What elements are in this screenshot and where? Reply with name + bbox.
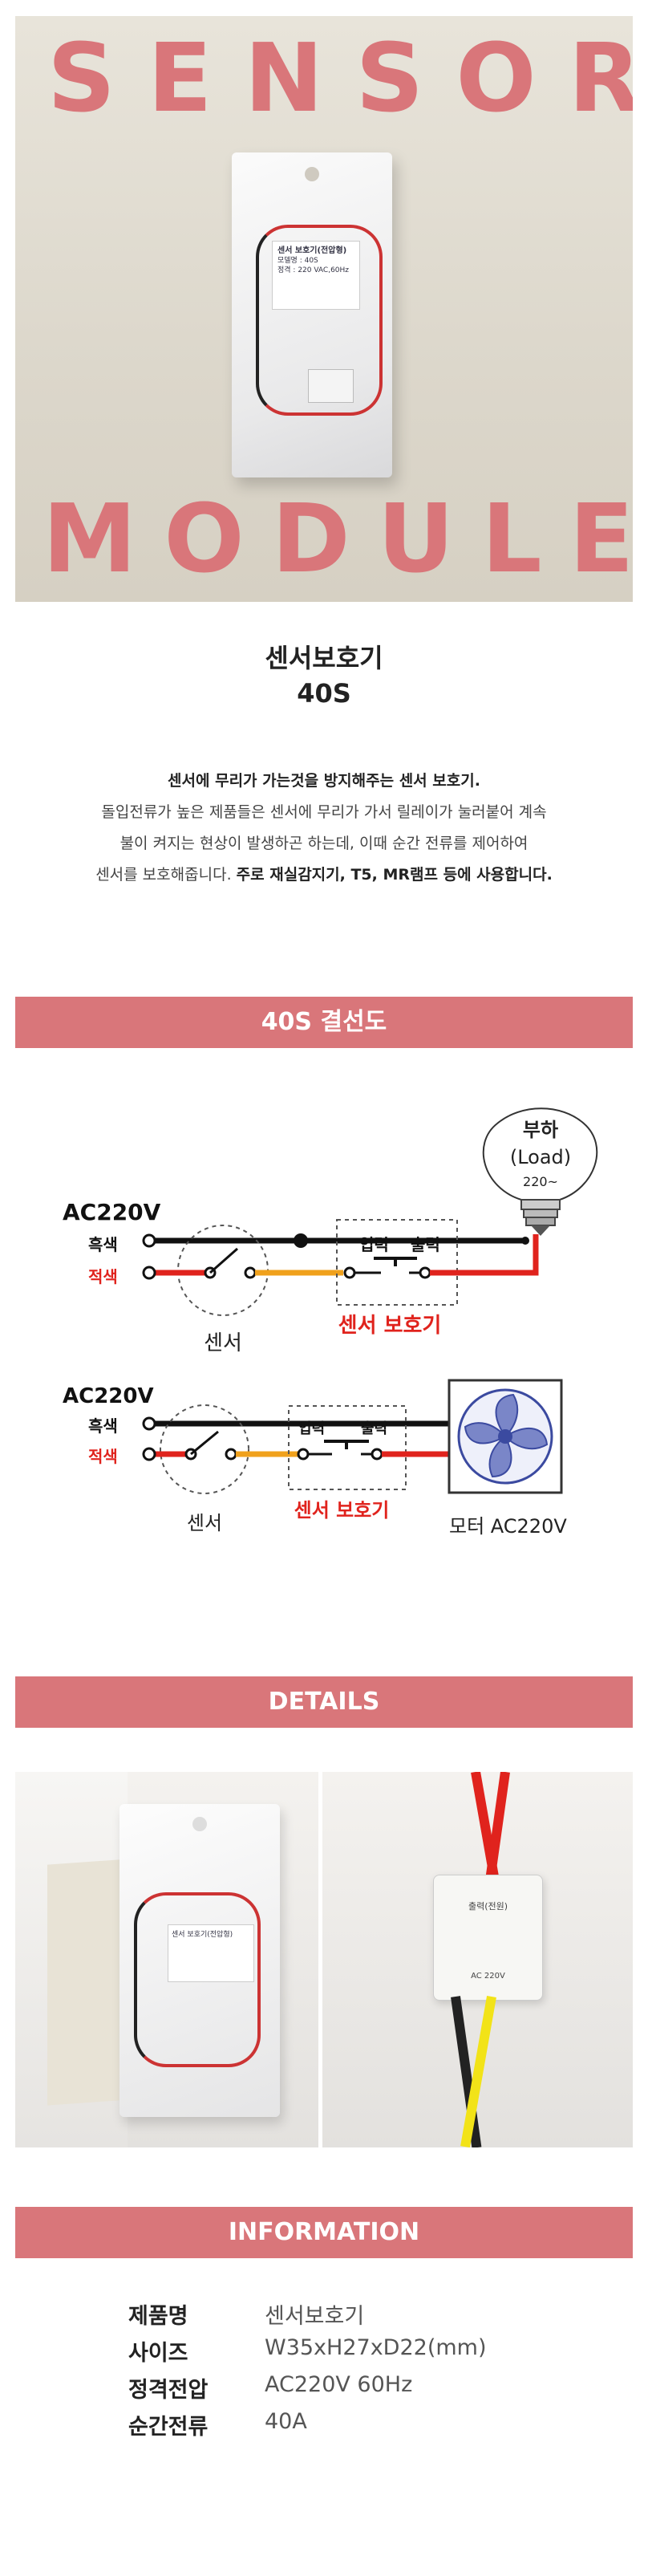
protector-boundary [288, 1405, 407, 1490]
info-value: 센서보호기 [265, 2304, 365, 2329]
sensor-boundary [160, 1404, 249, 1494]
sensor-switch [209, 1247, 238, 1274]
black-wire-label: 흑색 [88, 1235, 118, 1254]
product-name: 센서보호기 [265, 643, 383, 673]
description-line-4: 센서를 보호해줍니다. 주로 재실감지기, T5, MR램프 등에 사용합니다. [0, 863, 648, 884]
terminal [419, 1266, 431, 1279]
hero-image: SENSOR 센서 보호기(전압형) 모델명 : 40S 정격 : 220 VA… [15, 16, 633, 602]
load-label-3: 220~ [523, 1174, 558, 1189]
bag-hang-hole [305, 167, 319, 181]
description-line-4b: 주로 재실감지기, T5, MR램프 등에 사용합니다. [236, 866, 553, 884]
description-line-1: 센서에 무리가 가는것을 방지해주는 센서 보호기. [0, 769, 648, 790]
protector-boundary [336, 1219, 458, 1306]
description-line-4a: 센서를 보호해줍니다. [95, 866, 232, 884]
output-label: 출력 [411, 1235, 440, 1254]
terminal [142, 1233, 156, 1248]
terminal [142, 1266, 156, 1280]
junction [294, 1233, 308, 1248]
wiring-diagram-1: 부하 (Load) 220~ AC220V 흑색 적색 센서 입력 출력 센서 … [63, 1107, 598, 1355]
hero-word-top: SENSOR [47, 22, 633, 133]
terminal [142, 1447, 156, 1461]
info-label: 제품명 [128, 2304, 188, 2329]
terminal [142, 1416, 156, 1431]
red-output-wire [430, 1234, 539, 1276]
bag-label-rating: 정격 : 220 VAC,60Hz [277, 266, 350, 274]
description-line-2: 돌입전류가 높은 제품들은 센서에 무리가 가서 릴레이가 눌러붙어 계속 [101, 803, 547, 821]
photo-1-bag-hole [192, 1817, 207, 1831]
sensor-switch [190, 1430, 219, 1456]
wiring-heading-bar: 40S 결선도 [15, 997, 633, 1048]
sensor-label: 센서 [187, 1512, 222, 1534]
photo-1-bag: 센서 보호기(전압형) [119, 1804, 280, 2117]
junction [521, 1237, 529, 1245]
output-label: 출력 [361, 1420, 387, 1437]
terminal [297, 1448, 310, 1461]
product-bag-image: 센서 보호기(전압형) 모델명 : 40S 정격 : 220 VAC,60Hz [232, 152, 392, 477]
info-label: 순간전류 [128, 2415, 209, 2440]
description-line-3: 불이 켜지는 현상이 발생하곤 하는데, 이때 순간 전류를 제어하여 [119, 835, 529, 852]
photo-2-module: 출력(전원) AC 220V [433, 1875, 543, 2001]
detail-photo-2: 출력(전원) AC 220V [322, 1772, 633, 2147]
photo-1-label: 센서 보호기(전압형) [168, 1924, 254, 1982]
protector-label: 센서 보호기 [294, 1499, 390, 1522]
detail-photo-1: 센서 보호기(전압형) [15, 1772, 318, 2147]
description-lead: 센서에 무리가 가는것을 방지해주는 센서 보호기. [168, 772, 480, 790]
info-value: 40A [265, 2409, 307, 2434]
load-label-2: (Load) [510, 1146, 571, 1168]
sensor-label: 센서 [204, 1331, 242, 1355]
photo-2-output-label: 출력(전원) [468, 1901, 508, 1912]
details-heading-bar: DETAILS [15, 1676, 633, 1728]
terminal [343, 1266, 356, 1279]
power-label: AC220V [63, 1199, 161, 1225]
input-label: 입력 [298, 1420, 325, 1437]
bag-wire [256, 225, 383, 416]
terminal [225, 1448, 237, 1461]
bag-label-model: 모델명 : 40S [277, 257, 318, 265]
protector-label: 센서 보호기 [338, 1314, 442, 1338]
photo-2-voltage-label: AC 220V [471, 1972, 505, 1981]
load-label-1: 부하 [523, 1119, 558, 1141]
terminal [244, 1266, 257, 1279]
information-heading-bar: INFORMATION [15, 2207, 633, 2258]
bag-label-title: 센서 보호기(전압형) [277, 246, 347, 255]
red-wire-label: 적색 [88, 1447, 118, 1466]
bag-label: 센서 보호기(전압형) 모델명 : 40S 정격 : 220 VAC,60Hz [272, 241, 360, 310]
photo-1-wire [134, 1892, 261, 2067]
bag-connector [308, 369, 354, 403]
info-label: 사이즈 [128, 2341, 188, 2366]
power-label: AC220V [63, 1384, 154, 1408]
load-bulb-icon [482, 1107, 598, 1236]
wiring-diagram-2: AC220V 흑색 적색 센서 입력 출력 센서 보호기 모터 AC220V [63, 1379, 567, 1538]
black-wire-label: 흑색 [88, 1416, 118, 1436]
motor-label: 모터 AC220V [449, 1515, 567, 1538]
motor-fan-icon [448, 1379, 563, 1494]
red-wire-label: 적색 [88, 1267, 118, 1286]
input-label: 입력 [359, 1235, 389, 1254]
info-value: AC220V 60Hz [265, 2372, 413, 2397]
terminal [371, 1448, 383, 1461]
info-value: W35xH27xD22(mm) [265, 2335, 487, 2360]
product-model: 40S [297, 678, 351, 709]
info-label: 정격전압 [128, 2378, 209, 2403]
hero-word-bottom: MODULE [43, 483, 633, 594]
